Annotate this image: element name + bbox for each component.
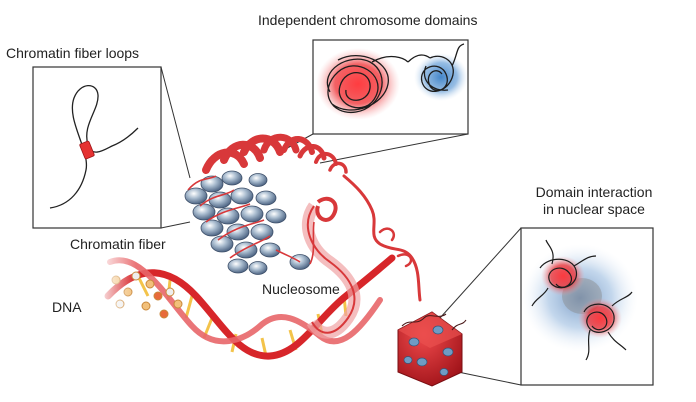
label-chromatin-fiber: Chromatin fiber: [70, 236, 166, 252]
fiber-loops-connector-bottom: [160, 221, 191, 229]
coil-tail: [342, 174, 422, 302]
domains-connector-right: [319, 133, 469, 164]
label-domain-interaction-line2: in nuclear space: [543, 201, 645, 217]
coil-turn: [328, 161, 348, 174]
upper-domain-strand: [531, 239, 597, 307]
label-chromatin-fiber-loops: Chromatin fiber loops: [6, 45, 140, 61]
coil-turn: [220, 140, 264, 164]
fiber-loops-panel: [32, 66, 191, 229]
coil-turn: [314, 152, 338, 166]
label-domain-interaction: Domain interaction in nuclear space: [513, 184, 675, 218]
label-domain-interaction-line1: Domain interaction: [535, 184, 653, 200]
fiber-loops-frame: [32, 66, 162, 229]
block-nucleosomes: [403, 325, 454, 376]
chromatin-loop-band: [301, 196, 361, 339]
chromatin-coil: [202, 133, 422, 302]
lower-domain-strand: [583, 291, 633, 361]
block-surface-strands: [401, 313, 467, 331]
cohesin-ring: [79, 140, 95, 160]
fiber-loops-connector-top: [160, 66, 191, 179]
coil-tail-loops: [378, 227, 413, 268]
fiber-loop-strand: [49, 84, 139, 209]
coil-turn: [260, 133, 300, 154]
red-domain-strand: [326, 55, 409, 113]
label-dna: DNA: [52, 299, 82, 315]
domain-linker-strand: [407, 54, 431, 63]
coil-turn: [240, 134, 284, 156]
label-nucleosome: Nucleosome: [262, 281, 340, 297]
linker-dna: [187, 175, 315, 265]
interaction-connector-bottom: [457, 371, 522, 386]
interaction-connector-top: [439, 227, 522, 319]
domain-interaction-panel: [439, 227, 654, 386]
condensed-chromatin-block: [397, 311, 467, 387]
blue-domain-strand: [420, 43, 465, 92]
independent-domains-panel: [279, 39, 469, 164]
dna-left-fade: [96, 250, 136, 330]
nucleosome-array: [184, 170, 311, 275]
label-independent-chromosome-domains: Independent chromosome domains: [258, 12, 478, 28]
dna-strand-back: [107, 257, 383, 345]
